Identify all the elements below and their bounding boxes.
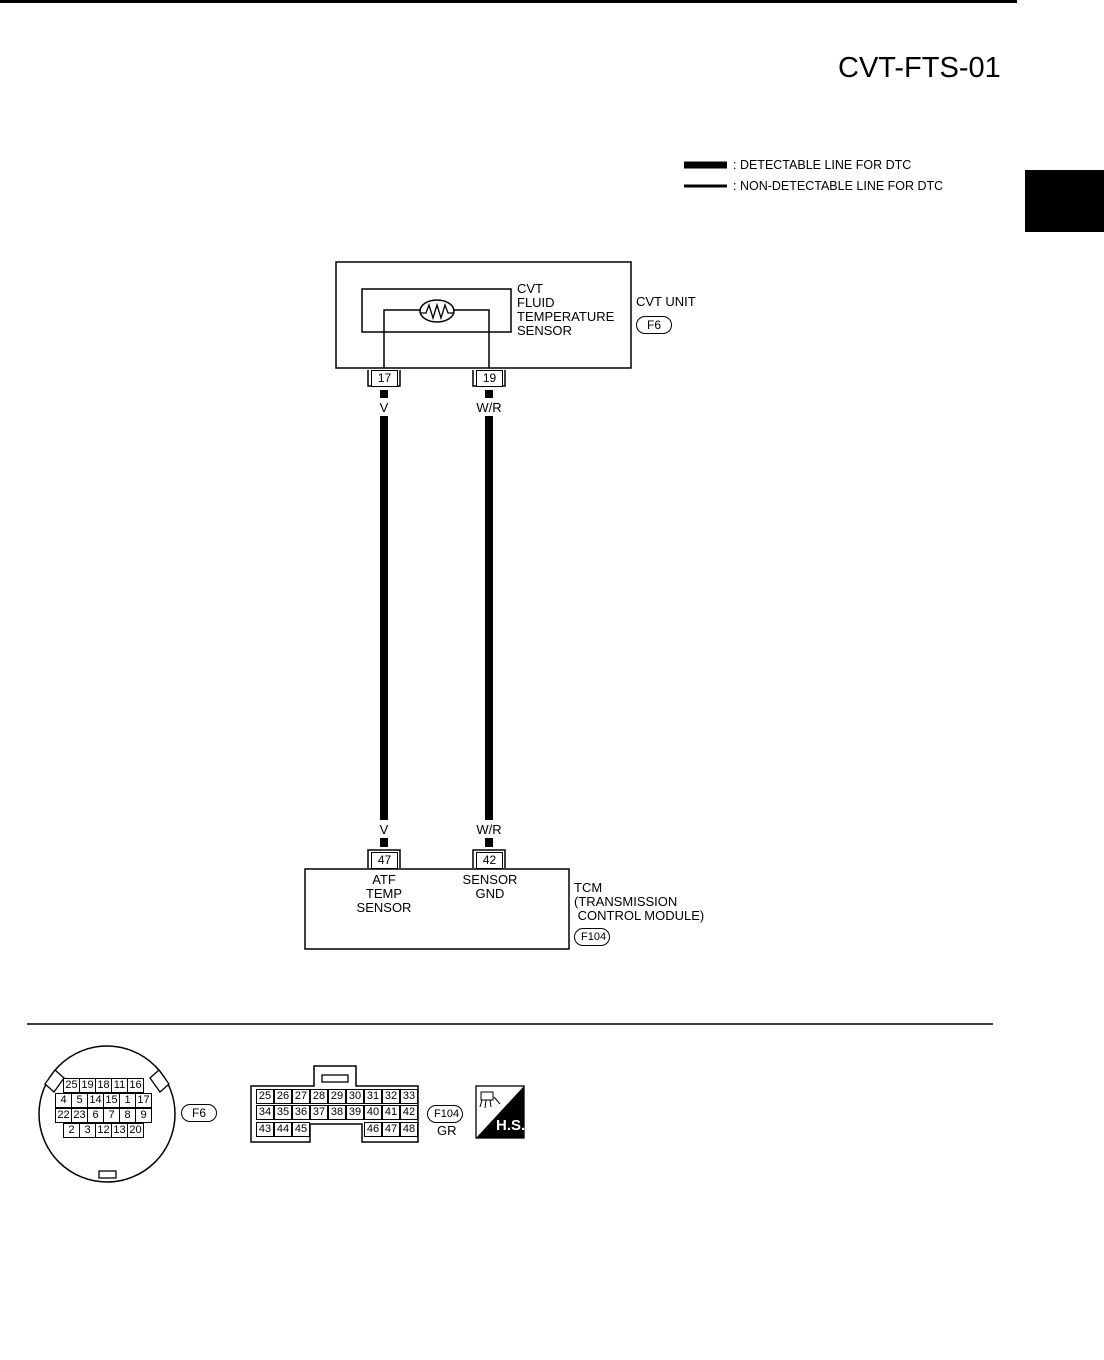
wire-color-top-v: V: [379, 400, 389, 415]
pin-47: 47: [371, 852, 398, 869]
f104-pin-28: 28: [310, 1089, 328, 1104]
f6-pin-6: 6: [87, 1108, 104, 1123]
f104-pin-36: 36: [292, 1105, 310, 1120]
f6-pin-3: 3: [79, 1123, 96, 1138]
connector-f6-face-badge: F6: [181, 1104, 217, 1122]
f104-pin-39: 39: [346, 1105, 364, 1120]
tcm-name-line-1: TCM: [574, 880, 603, 895]
pin-19: 19: [476, 370, 503, 387]
f104-pin-44: 44: [274, 1122, 292, 1137]
f6-pin-22: 22: [55, 1108, 72, 1123]
cvt-unit-label: CVT UNIT: [636, 294, 696, 309]
connector-f104-color: GR: [437, 1123, 457, 1138]
f104-pin-29: 29: [328, 1089, 346, 1104]
f6-pin-16: 16: [127, 1078, 144, 1093]
f104-pin-34: 34: [256, 1105, 274, 1120]
f104-pin-40: 40: [364, 1105, 382, 1120]
sensor-label-line-1: CVT: [517, 281, 543, 296]
f6-pin-2: 2: [63, 1123, 80, 1138]
f104-pin-48: 48: [400, 1122, 418, 1137]
connector-f104-face-badge: F104: [427, 1105, 463, 1123]
wire-color-top-wr: W/R: [476, 400, 502, 415]
f6-pin-9: 9: [135, 1108, 152, 1123]
f6-pin-11: 11: [111, 1078, 128, 1093]
f104-pin-43: 43: [256, 1122, 274, 1137]
f104-pin-31: 31: [364, 1089, 382, 1104]
f6-pin-13: 13: [111, 1123, 128, 1138]
f104-pin-30: 30: [346, 1089, 364, 1104]
sensor-label-line-2: FLUID: [517, 295, 555, 310]
tcm-pin-47-label-3: SENSOR: [356, 900, 412, 915]
legend-detectable-label: : DETECTABLE LINE FOR DTC: [733, 158, 912, 172]
f6-pin-17: 17: [135, 1093, 152, 1108]
f104-pin-33: 33: [400, 1089, 418, 1104]
pin-42: 42: [476, 852, 503, 869]
sensor-label-line-4: SENSOR: [517, 323, 572, 338]
pin-17: 17: [371, 370, 398, 387]
f104-pin-37: 37: [310, 1105, 328, 1120]
f104-pin-38: 38: [328, 1105, 346, 1120]
f6-pin-14: 14: [87, 1093, 104, 1108]
f6-pin-4: 4: [55, 1093, 72, 1108]
f104-pin-26: 26: [274, 1089, 292, 1104]
tcm-pin-47-label-1: ATF: [372, 872, 396, 887]
f104-pin-42: 42: [400, 1105, 418, 1120]
legend-non-detectable-label: : NON-DETECTABLE LINE FOR DTC: [733, 179, 944, 193]
wire-color-bottom-v: V: [379, 822, 389, 837]
wire-color-bottom-wr: W/R: [476, 822, 502, 837]
tcm-name-line-3: CONTROL MODULE): [574, 908, 705, 923]
f6-pin-5: 5: [71, 1093, 88, 1108]
f104-pin-45: 45: [292, 1122, 310, 1137]
f6-pin-23: 23: [71, 1108, 88, 1123]
f104-pin-35: 35: [274, 1105, 292, 1120]
f104-pin-25: 25: [256, 1089, 274, 1104]
tcm-pin-42-label-1: SENSOR: [462, 872, 518, 887]
f6-pin-1: 1: [119, 1093, 136, 1108]
f6-pin-18: 18: [95, 1078, 112, 1093]
hs-badge-text: H.S.: [496, 1117, 526, 1134]
f6-pin-8: 8: [119, 1108, 136, 1123]
f6-pin-25: 25: [63, 1078, 80, 1093]
f6-pin-19: 19: [79, 1078, 96, 1093]
f104-pin-46: 46: [364, 1122, 382, 1137]
tcm-pin-47-label-2: TEMP: [365, 886, 403, 901]
f104-pin-47: 47: [382, 1122, 400, 1137]
f6-pin-15: 15: [103, 1093, 120, 1108]
connector-f6-badge: F6: [636, 316, 672, 334]
tcm-pin-42-label-2: GND: [475, 886, 505, 901]
f104-pin-32: 32: [382, 1089, 400, 1104]
connector-f104-badge: F104: [574, 928, 610, 946]
sensor-label-line-3: TEMPERATURE: [517, 309, 615, 324]
f104-pin-41: 41: [382, 1105, 400, 1120]
f6-pin-20: 20: [127, 1123, 144, 1138]
f6-pin-12: 12: [95, 1123, 112, 1138]
f6-pin-7: 7: [103, 1108, 120, 1123]
tcm-name-line-2: (TRANSMISSION: [574, 894, 678, 909]
f104-pin-27: 27: [292, 1089, 310, 1104]
page-code: CVT-FTS-01: [838, 52, 1001, 84]
